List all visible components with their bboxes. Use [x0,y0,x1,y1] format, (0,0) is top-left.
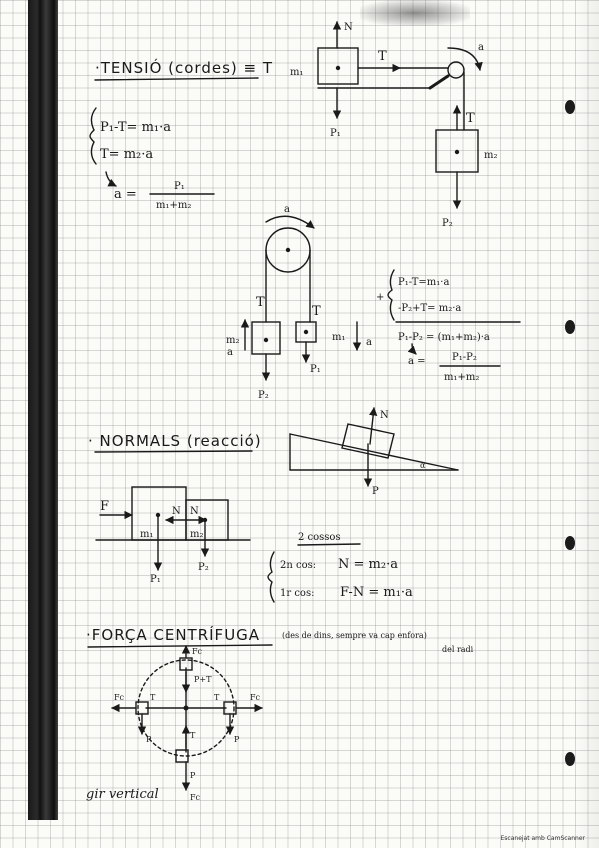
label-P-incline: P [372,486,379,497]
scanner-watermark: Escanejat amb CamScanner [500,835,586,842]
label-m2-atwood: m₂ [226,335,240,346]
scan-shadow [360,0,470,26]
centrifugal-note-2: del radi [442,645,474,654]
centrifugal-heading: ·FORÇA CENTRÍFUGA [86,625,260,644]
page-edge [575,0,599,848]
incline-diagram: N P α [289,407,459,497]
notebook-binding [28,0,58,820]
case1-eq: N = m₂·a [338,557,398,572]
label-P1-top: P₁ [330,128,341,139]
normals-heading: · NORMALS (reacció) [88,432,262,450]
punch-hole-1 [565,100,575,114]
brace-1 [89,107,97,165]
circular-path [137,659,235,757]
a2-denominator: m₁+m₂ [444,372,479,383]
label-Fc-left: Fc [114,693,125,702]
label-N1: N [172,506,181,517]
label-a-left: a [227,347,233,358]
pulley-support [428,74,450,90]
label-a-right: a [366,337,372,348]
label-P1-atwood: P₁ [310,364,321,375]
label-P-left: P [146,735,152,744]
a-denominator: m₁+m₂ [156,200,191,211]
brace-2 [387,269,395,321]
label-m1-top: m₁ [290,67,304,78]
centrifugal-note-1: (des de dins, sempre va cap enfora) [282,631,427,640]
vertical-turn-caption: gir vertical [86,787,159,802]
label-m2-normals: m₂ [190,529,204,540]
a2-lhs: a = [408,356,426,367]
label-P-bottom: P [190,771,196,780]
brace-3 [267,551,275,603]
label-Fc-bottom: Fc [190,793,201,802]
a2-numerator: P₁-P₂ [452,352,477,363]
label-T-bottom: T [190,731,196,740]
tension-underline [94,77,259,81]
normals-underline [94,450,253,453]
case2-eq: F-N = m₁·a [340,585,413,600]
incline-block [341,423,395,459]
pulley-1 [447,61,465,79]
rotation-arrow-1 [447,47,483,71]
label-PT: P+T [194,675,212,684]
label-T-left: T [150,693,156,702]
label-T-right-atwood: T [312,304,321,319]
eq-tension-2: T= m₂·a [100,147,153,162]
label-N2: N [190,506,199,517]
cases-underline [297,543,361,546]
sum-eq: P₁-P₂ = (m₁+m₂)·a [398,332,490,343]
centrifugal-underline [87,644,273,648]
label-m2-top: m₂ [484,150,498,161]
incline-slope [289,433,459,471]
mass-bottom [175,749,189,763]
label-Fc-top: Fc [192,647,203,656]
label-a-mid: a [284,204,290,215]
label-P1-normals: P₁ [150,574,161,585]
label-alpha: α [420,461,426,470]
vertical-circle-diagram: Fc P+T Fc T P Fc T P T [111,645,263,802]
punch-hole-2 [565,320,575,334]
label-m1-atwood: m₁ [332,332,346,343]
derive-arrow-2 [407,343,417,355]
label-P2-normals: P₂ [198,562,209,573]
case1-label: 2n cos: [280,560,316,571]
a-lhs: a = [114,187,137,202]
punch-hole-4 [565,752,575,766]
case2-label: 1r cos: [280,588,314,599]
atwood-diagram: a T T m₂ a m₁ a P₂ P₁ [226,204,372,401]
label-P-right: P [234,735,240,744]
punch-hole-3 [565,536,575,550]
label-F: F [100,499,109,514]
label-m1-normals: m₁ [140,529,154,540]
cases-title: 2 cossos [298,532,341,543]
rotation-arrow-2 [265,215,315,229]
label-N: N [344,22,353,33]
label-N-incline: N [380,410,389,421]
label-T-right: T [214,693,220,702]
two-blocks-diagram: F N N m₁ m₂ P₁ P₂ [95,486,251,585]
derive-arrow [105,171,117,187]
block-m1 [317,47,359,85]
plus-sign: + [376,292,384,303]
label-Fc-right: Fc [250,693,261,702]
table-pulley-diagram: N P₁ m₁ T a T m₂ P₂ [290,21,498,229]
eq-tension-1: P₁-T= m₁·a [100,120,171,135]
label-P2-atwood: P₂ [258,390,269,401]
label-P2-top: P₂ [442,218,453,229]
sys-eq-2: -P₂+T= m₂·a [398,303,461,314]
sys-eq-1: P₁-T=m₁·a [398,277,449,288]
label-a-top: a [478,42,484,53]
label-T-right: T [466,111,475,126]
tension-heading: ·TENSIÓ (cordes) ≡ T [95,58,273,77]
a-numerator: P₁ [174,181,185,192]
incline-normal [368,407,378,445]
label-T-left-atwood: T [256,295,265,310]
label-T-top: T [378,49,387,64]
